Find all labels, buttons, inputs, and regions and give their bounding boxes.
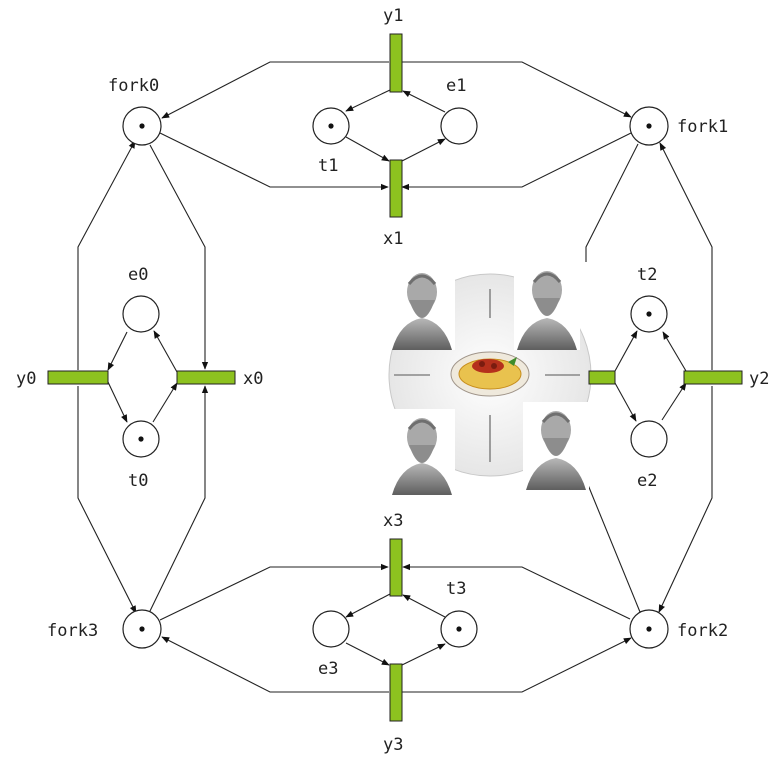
arc-y3-t3 [401, 643, 446, 666]
arc-e0-y0 [107, 331, 128, 371]
arc-x3-e3 [345, 593, 391, 618]
philosopher-bust-top-left [389, 266, 455, 350]
label-fork1: fork1 [677, 117, 728, 137]
arc-y1-t1 [345, 89, 391, 112]
transition-x3 [389, 538, 403, 597]
place-fork2 [629, 609, 669, 649]
label-e1: e1 [446, 76, 466, 96]
place-t1 [312, 107, 350, 145]
place-e0 [122, 295, 160, 333]
label-y0: y0 [16, 369, 36, 389]
dining-table-illustration [388, 263, 592, 495]
arc-e1-y1 [402, 90, 446, 113]
label-fork2: fork2 [677, 621, 728, 641]
philosopher-bust-bottom-right [523, 402, 589, 490]
fork-utensil-icons [394, 289, 580, 462]
arc-fork1-x1 [401, 132, 632, 191]
arc-fork0-x1 [159, 132, 389, 191]
label-y2: y2 [749, 369, 769, 389]
place-e2 [630, 420, 668, 458]
arc-y1-fork0 [161, 61, 389, 119]
label-t1: t1 [318, 156, 338, 176]
arc-e3-y3 [345, 642, 390, 666]
labels: fork0 fork1 fork2 fork3 e1 t1 e0 t0 t2 e… [16, 6, 769, 755]
arc-y2-fork1 [659, 142, 713, 370]
arcs [77, 61, 713, 693]
transition-y3 [389, 663, 403, 722]
arc-fork3-x0 [149, 385, 209, 612]
arc-y2-fork2 [658, 386, 713, 613]
arc-e2-y2 [661, 382, 687, 421]
label-e2: e2 [637, 471, 657, 491]
place-t2 [630, 295, 668, 333]
arc-t3-x3 [402, 594, 446, 618]
transition-x1 [389, 159, 403, 218]
arc-fork3-x3 [159, 563, 389, 621]
arc-t0-x0 [152, 382, 178, 423]
arc-y0-fork3 [77, 386, 137, 614]
transition-y1 [389, 33, 403, 93]
arc-fork2-x2 [585, 479, 641, 613]
arc-fork2-x3 [402, 563, 631, 620]
label-x3: x3 [383, 511, 403, 531]
arc-y0-t0 [107, 381, 128, 423]
philosopher-bust-top-right [514, 263, 580, 350]
arc-y3-fork3 [161, 636, 389, 693]
label-t2: t2 [637, 265, 657, 285]
label-t0: t0 [128, 471, 148, 491]
place-t3 [440, 610, 478, 648]
label-e3: e3 [318, 659, 338, 679]
place-e1 [440, 107, 478, 145]
transition-x0 [176, 370, 236, 385]
transition-y0 [47, 370, 109, 385]
arc-y3-fork2 [402, 637, 632, 693]
label-x0: x0 [243, 369, 263, 389]
label-y1: y1 [383, 6, 403, 26]
label-t3: t3 [446, 579, 466, 599]
arc-y1-fork1 [402, 61, 632, 118]
arc-x1-e1 [401, 138, 446, 162]
place-fork3 [122, 609, 162, 649]
label-e0: e0 [128, 265, 148, 285]
arc-fork1-x2 [585, 143, 639, 262]
arc-y2-t2 [662, 331, 687, 372]
place-fork0 [122, 106, 162, 146]
arc-fork0-x0 [149, 144, 209, 370]
label-fork3: fork3 [47, 621, 98, 641]
label-x1: x1 [383, 229, 403, 249]
place-e3 [312, 610, 350, 648]
arc-t1-x1 [345, 136, 390, 162]
transition-x2 [588, 370, 616, 385]
transitions [47, 33, 743, 722]
arc-x0-e0 [153, 330, 178, 373]
transition-y2 [683, 370, 743, 385]
place-fork1 [629, 106, 669, 146]
arc-y0-fork0 [77, 140, 136, 370]
label-y3: y3 [383, 735, 403, 755]
label-fork0: fork0 [108, 76, 159, 96]
philosopher-bust-bottom-left [389, 409, 455, 495]
arc-x2-e2 [614, 382, 637, 422]
places [122, 106, 669, 649]
place-t0 [122, 420, 160, 458]
arc-x2-t2 [614, 330, 638, 372]
